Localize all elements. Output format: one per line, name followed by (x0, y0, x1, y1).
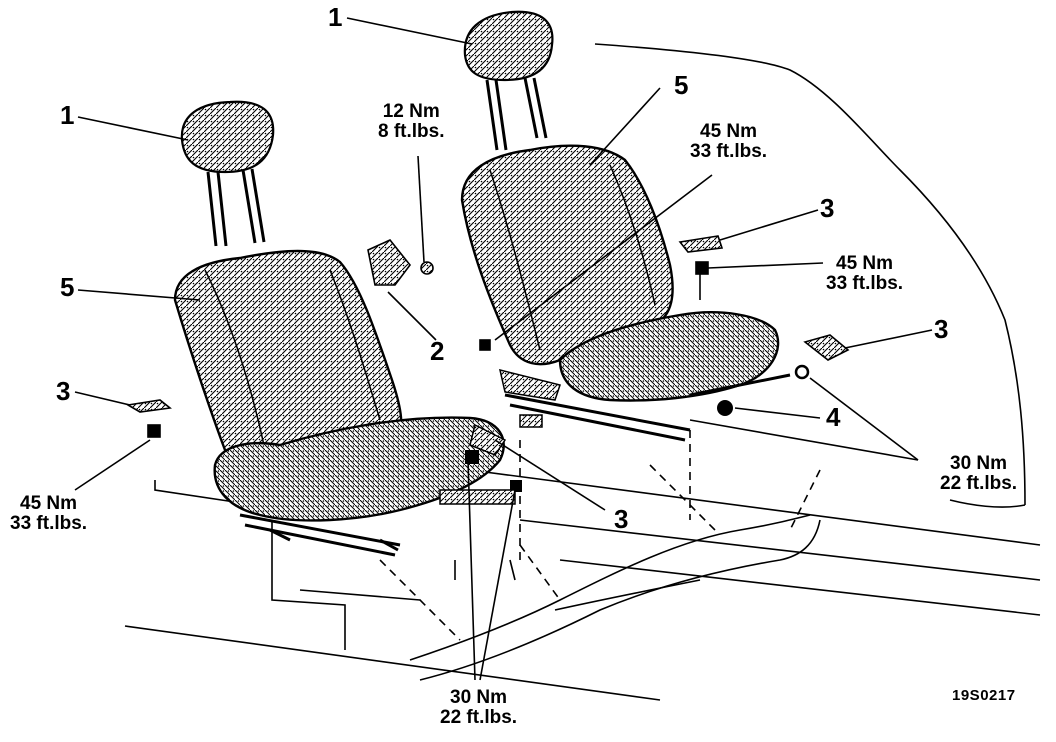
torque-ftlbs: 22 ft.lbs. (940, 472, 1018, 494)
right-cover-outer (803, 334, 850, 361)
torque-nm: 30 Nm (450, 687, 508, 708)
torque-nm: 45 Nm (836, 253, 894, 274)
callout-seat-left: 5 (60, 272, 75, 302)
callout-headrest-left: 1 (60, 100, 75, 130)
right-seatback (460, 144, 674, 366)
right-seat (460, 10, 810, 442)
torque-ftlbs: 8 ft.lbs. (378, 120, 445, 142)
callout-seat-right: 5 (674, 70, 689, 100)
torque-center-nuts: 30 Nm 22 ft.lbs. (440, 688, 517, 728)
torque-nm: 30 Nm (950, 453, 1008, 474)
torque-nm: 12 Nm (382, 101, 440, 122)
torque-ftlbs: 33 ft.lbs. (826, 272, 904, 294)
callout-cover-right-outer: 3 (934, 314, 949, 344)
left-seat (173, 100, 522, 557)
torque-bracket-bolt: 12 Nm 8 ft.lbs. (378, 102, 445, 142)
left-headrest (180, 100, 275, 174)
torque-nm: 45 Nm (700, 121, 758, 142)
callout-cover-top-right: 3 (820, 193, 835, 223)
small-parts (125, 235, 850, 438)
recliner-bracket (367, 239, 412, 286)
right-headrest (463, 10, 554, 82)
torque-left-outer-bolt: 45 Nm 33 ft.lbs. (10, 494, 87, 534)
torque-ftlbs: 22 ft.lbs. (440, 706, 518, 728)
torque-right-inner-bolt: 45 Nm 33 ft.lbs. (690, 122, 767, 162)
left-cushion (213, 416, 505, 522)
callout-cover-left: 3 (56, 376, 71, 406)
figure-code: 19S0217 (952, 687, 1016, 704)
right-cushion (558, 311, 780, 402)
callout-nut-right: 4 (826, 402, 841, 432)
torque-nm: 45 Nm (20, 493, 78, 514)
leader-lines (74, 17, 933, 681)
torque-right-outer-bolt: 45 Nm 33 ft.lbs. (826, 254, 903, 294)
callout-headrest-right: 1 (328, 2, 343, 32)
torque-ftlbs: 33 ft.lbs. (690, 140, 768, 162)
left-outer-cover (125, 399, 172, 413)
torque-right-rear-nuts: 30 Nm 22 ft.lbs. (940, 454, 1017, 494)
callout-recliner: 2 (430, 336, 445, 366)
right-cover-top (678, 235, 724, 253)
floor-outline (124, 43, 1041, 701)
torque-ftlbs: 33 ft.lbs. (10, 512, 88, 534)
callout-cover-center: 3 (614, 504, 629, 534)
